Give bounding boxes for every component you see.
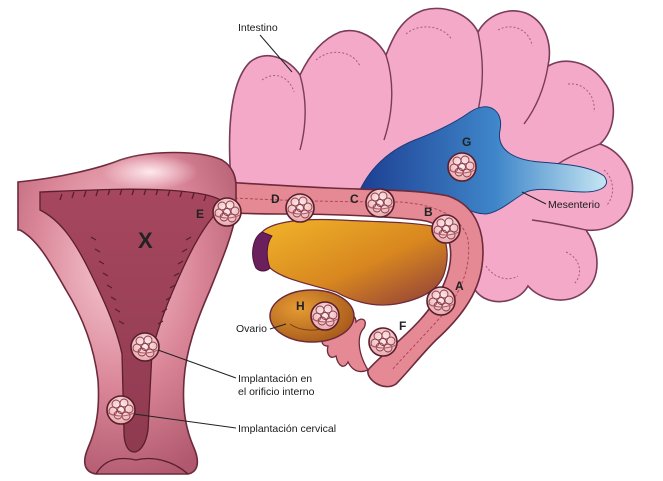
label-orificio-line2: el orificio interno [238,386,315,398]
label-orificio-line1: Implantación en [238,373,312,385]
label-mesenterio: Mesenterio [548,199,600,211]
peritoneal-space [252,218,448,306]
leader-ovario [269,323,287,330]
embryo-site-e [212,197,242,227]
embryo-internal-os [130,332,160,362]
site-letter-a: A [455,279,464,293]
embryo-site-g [447,152,477,182]
labels: Intestino Mesenterio Ovario Implantación… [133,22,600,435]
site-letter-f: F [399,319,406,333]
site-letter-b: B [424,205,433,219]
site-letter-g: G [462,135,471,149]
embryo-site-b [431,214,461,244]
label-ovario: Ovario [236,323,267,335]
leader-mesenterio [521,191,547,205]
label-intestino: Intestino [238,22,278,34]
uterus [17,151,237,475]
leader-intestino [259,34,293,73]
embryo-site-f [368,327,398,357]
site-letters: E D C B A F G H X [138,135,471,333]
site-letter-e: E [196,207,204,221]
label-cervical: Implantación cervical [238,423,336,435]
site-letter-c: C [350,192,359,206]
embryo-site-a [426,286,456,316]
leader-cervical [133,413,237,429]
embryo-site-c [365,188,395,218]
site-letter-d: D [271,192,280,206]
embryo-cervical [106,395,136,425]
site-letter-h: H [296,299,305,313]
site-letter-x: X [138,228,153,253]
embryo-site-h [310,301,340,331]
leader-orificio [157,349,237,379]
embryo-site-d [285,193,315,223]
